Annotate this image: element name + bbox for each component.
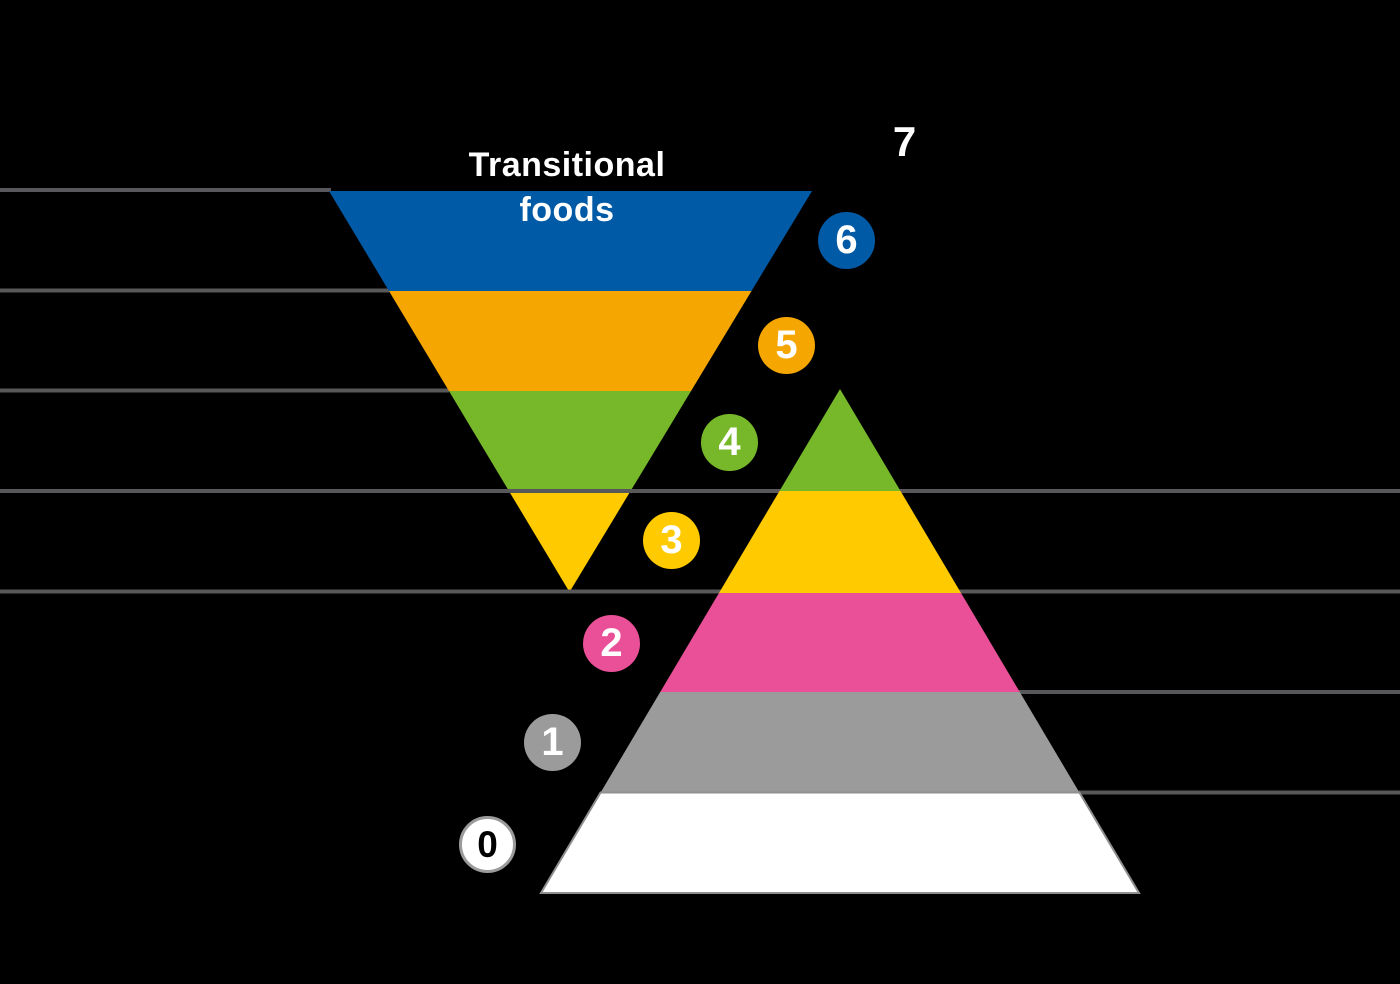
stage-label: 5 [775, 323, 798, 367]
stage-badge-3: 3 [643, 512, 700, 569]
stage-label: 1 [541, 720, 564, 764]
stage-badge-6: 6 [818, 212, 875, 269]
stage-label: 6 [835, 218, 858, 262]
stage-badge-2: 2 [583, 615, 640, 672]
stage-label: 7 [892, 117, 917, 165]
funnel-title-line2: foods [519, 191, 615, 229]
stage-label: 0 [477, 823, 498, 865]
funnel-title-line1: Transitional [468, 146, 666, 184]
stage-badge-4: 4 [701, 414, 758, 471]
stage-badge-5: 5 [758, 317, 815, 374]
stage-label: 4 [718, 420, 741, 464]
stage-label: 3 [660, 518, 683, 562]
stage-label: 2 [600, 621, 623, 665]
funnel-band-blue [329, 191, 812, 291]
funnel-title: Transitional foods [317, 143, 817, 233]
pyramid-band-white [539, 791, 1141, 894]
stage-badge-0: 0 [459, 816, 516, 873]
stage-badge-1: 1 [524, 714, 581, 771]
stage-badge-7: 7 [876, 113, 933, 170]
